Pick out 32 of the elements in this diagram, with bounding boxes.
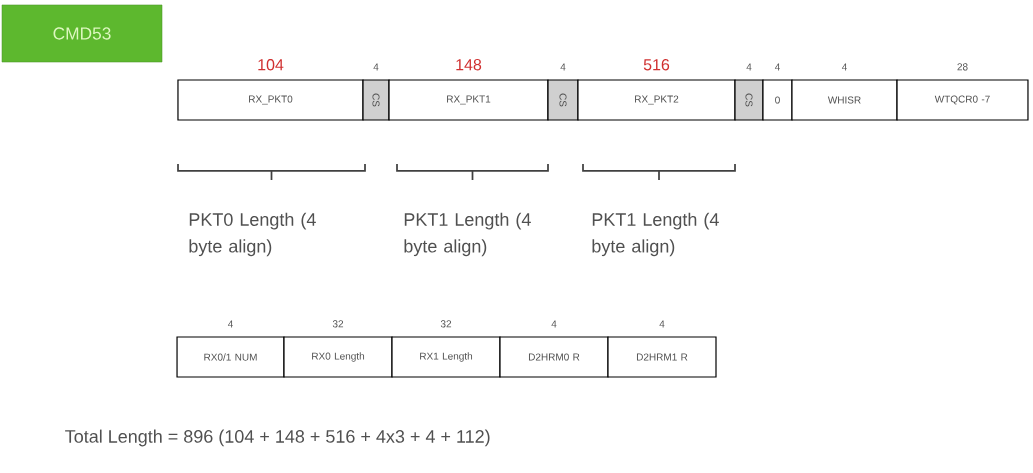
field-cell: WTQCR0 -7 (896, 79, 1029, 121)
brace-label: PKT0 Length (4 byte align) (189, 212, 316, 257)
size-label: 4 (560, 63, 566, 71)
size-label: 4 (746, 63, 752, 71)
size-label: 32 (440, 320, 452, 328)
field-cell: D2HRM1 R (607, 336, 717, 378)
field-cell: D2HRM0 R (499, 336, 609, 378)
size-label: 4 (227, 320, 233, 328)
field-cell: CS (362, 79, 390, 121)
size-label: 104 (258, 59, 284, 71)
field-cell: RX0/1 NUM (176, 336, 285, 378)
field-cell: RX_PKT1 (388, 79, 549, 121)
formula-text: Total Length = 896 (104 + 148 + 516 + 4x3 + 4 + 112) (65, 429, 490, 447)
size-label: 4 (551, 320, 557, 328)
field-cell: CS (547, 79, 579, 121)
brace-label: PKT1 Length (4 byte align) (592, 212, 719, 257)
field-cell: 0 (762, 79, 793, 121)
command-box: CMD53 (1, 4, 163, 63)
size-label: 4 (373, 63, 379, 71)
size-label: 28 (957, 63, 968, 71)
size-label: 516 (643, 59, 670, 71)
size-label: 4 (774, 63, 780, 71)
brace-label: PKT1 Length (4 byte align) (404, 212, 531, 257)
field-cell: CS (734, 79, 764, 121)
size-label: 4 (841, 63, 847, 71)
field-cell: RX_PKT2 (577, 79, 736, 121)
field-cell: RX_PKT0 (177, 79, 364, 121)
size-label: 32 (332, 320, 344, 328)
size-label: 148 (456, 59, 482, 71)
field-cell: RX0 Length (283, 336, 393, 378)
field-cell: RX1 Length (391, 336, 501, 378)
size-label: 4 (659, 320, 665, 328)
